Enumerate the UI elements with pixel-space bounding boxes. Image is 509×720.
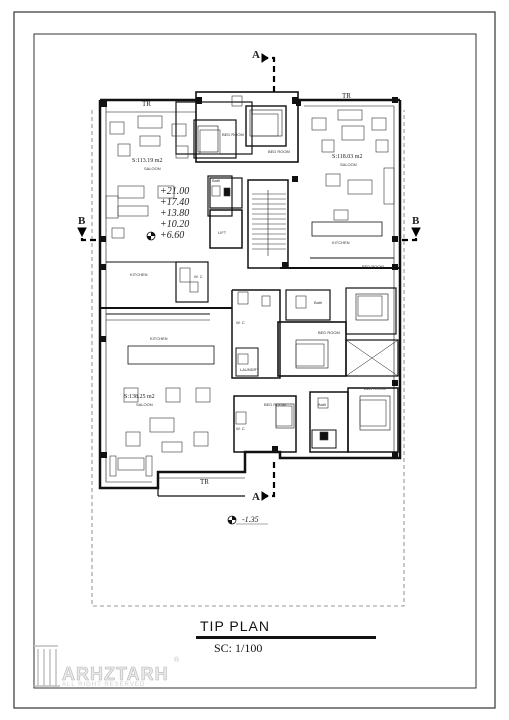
drawing-title: TIP PLAN (200, 618, 270, 634)
room-label: LAUNDRY (240, 367, 259, 372)
stairs (252, 190, 286, 256)
room-label: LIFT (218, 230, 227, 235)
title-underline (196, 636, 376, 639)
room-label: KITCHEN (130, 272, 148, 277)
section-b-left-label: B (78, 215, 86, 227)
room-label: SALOON (340, 162, 357, 167)
room-label: SALOON (144, 166, 161, 171)
elevation-value: +21.00 (160, 186, 189, 197)
room-label: BED ROOM (222, 132, 244, 137)
structural-columns (101, 97, 398, 458)
terrace-label: TR (342, 92, 351, 100)
furniture (105, 95, 395, 477)
room-label: BED ROOM (264, 402, 286, 407)
section-a-top-label: A (252, 49, 260, 61)
logo-wordmark: ARHZTARH (62, 664, 169, 685)
unit-area-label: S:113.19 m2 (132, 158, 162, 164)
inner-frame (33, 33, 477, 689)
drawing-scale: SC: 1/100 (214, 641, 263, 655)
outer-frame (13, 11, 496, 709)
elevation-value: +17.40 (160, 197, 189, 208)
registered-mark: ® (174, 656, 180, 664)
room-label: W. C (236, 320, 245, 325)
room-label: Bath (318, 402, 326, 407)
room-label: BED ROOM (268, 149, 290, 154)
unit-area-label: S:138.25 m2 (124, 394, 155, 400)
room-label: BED ROOM (362, 264, 384, 269)
logo-tagline: ALL RIGHT RESERVED (62, 682, 146, 688)
section-a-bottom-label: A (252, 491, 260, 503)
building-walls (98, 91, 402, 497)
site-boundary (91, 110, 405, 607)
elevation-value: +10.20 (160, 219, 189, 230)
room-label: W. C (236, 426, 245, 431)
room-label: Bath (212, 178, 220, 183)
room-label: KITCHEN (150, 336, 168, 341)
section-b-right-label: B (412, 215, 420, 227)
terrace-label: TR (200, 478, 209, 486)
datum-symbol (146, 231, 268, 525)
room-label: BED ROOM (318, 330, 340, 335)
room-label: SALOON (136, 402, 153, 407)
terrace-label: TR (142, 100, 151, 108)
elevation-value: +13.80 (160, 208, 189, 219)
elevation-list: +21.00 +17.40 +13.80 +10.20 +6.60 (160, 186, 189, 241)
room-label: W. C (194, 274, 203, 279)
room-label: KITCHEN (332, 240, 350, 245)
room-label: BED ROOM (364, 386, 386, 391)
arhztarh-logo: ® (34, 645, 180, 687)
ground-level-label: -1.35 (242, 515, 259, 524)
elevation-value: +6.60 (160, 230, 184, 241)
room-label: Bath (314, 300, 322, 305)
unit-area-label: S:118.03 m2 (332, 154, 362, 160)
section-markers (77, 53, 421, 501)
